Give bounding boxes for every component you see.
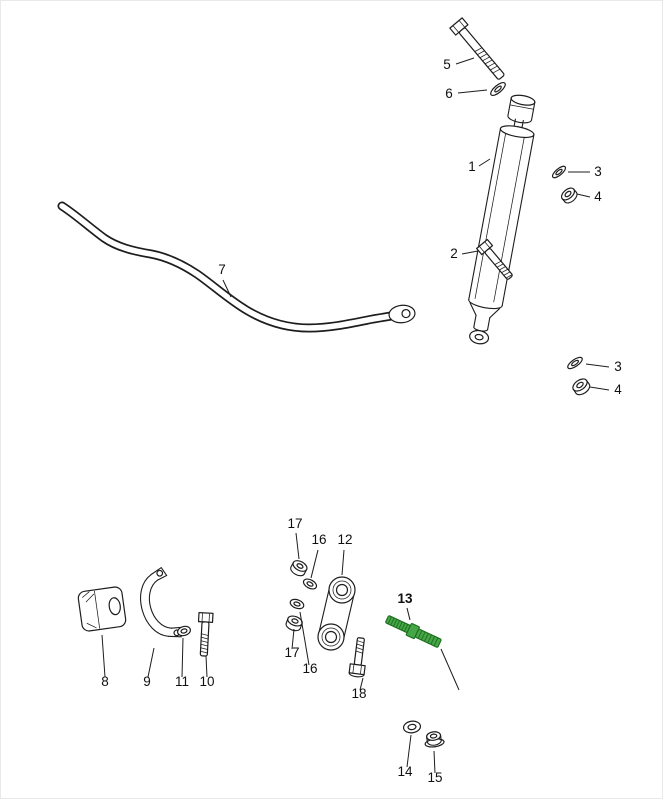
callout-4-lower[interactable]: 4 — [614, 382, 622, 397]
part-7-stabilizer-bar — [62, 206, 416, 328]
callout-14[interactable]: 14 — [397, 764, 413, 779]
callout-13[interactable]: 13 — [397, 591, 413, 606]
callout-6[interactable]: 6 — [445, 86, 453, 101]
callout-3-upper[interactable]: 3 — [594, 164, 602, 179]
part-3-washer-upper — [551, 164, 567, 179]
part-10-bolt — [197, 613, 213, 657]
callout-labels: 5 6 1 3 4 2 7 3 4 17 16 12 13 17 16 18 8… — [101, 57, 622, 785]
callout-17-lower[interactable]: 17 — [284, 645, 299, 660]
callout-16-lower[interactable]: 16 — [302, 661, 317, 676]
callout-1[interactable]: 1 — [468, 159, 476, 174]
callout-5[interactable]: 5 — [443, 57, 451, 72]
callout-10[interactable]: 10 — [199, 674, 214, 689]
callout-2[interactable]: 2 — [450, 246, 458, 261]
callout-11[interactable]: 11 — [175, 674, 189, 689]
part-8-bushing — [77, 586, 126, 632]
part-3-washer-lower — [566, 355, 584, 370]
part-18-bolt — [349, 637, 369, 678]
part-13-stud[interactable] — [384, 613, 442, 649]
part-14-washer — [403, 720, 421, 734]
part-1-shock-absorber — [461, 93, 540, 347]
callout-16-upper[interactable]: 16 — [311, 532, 326, 547]
part-16-washer-lower — [289, 598, 305, 611]
part-6-washer — [489, 80, 507, 97]
part-4-nut-lower — [571, 376, 592, 397]
part-9-bracket — [132, 567, 184, 645]
callout-9[interactable]: 9 — [143, 674, 151, 689]
callout-7[interactable]: 7 — [218, 262, 226, 277]
callout-17-upper[interactable]: 17 — [287, 516, 302, 531]
callout-4-upper[interactable]: 4 — [594, 189, 602, 204]
part-12-link — [318, 577, 355, 650]
callout-8[interactable]: 8 — [101, 674, 109, 689]
callout-15[interactable]: 15 — [427, 770, 442, 785]
part-4-nut-upper — [559, 186, 579, 206]
callout-3-lower[interactable]: 3 — [614, 359, 622, 374]
callout-18[interactable]: 18 — [351, 686, 366, 701]
part-17-nut-upper — [289, 559, 309, 578]
callout-12[interactable]: 12 — [337, 532, 352, 547]
part-2-bolt — [477, 240, 516, 283]
part-5-bolt — [450, 18, 508, 83]
part-16-washer-upper — [302, 577, 318, 591]
part-15-nut — [424, 731, 445, 748]
